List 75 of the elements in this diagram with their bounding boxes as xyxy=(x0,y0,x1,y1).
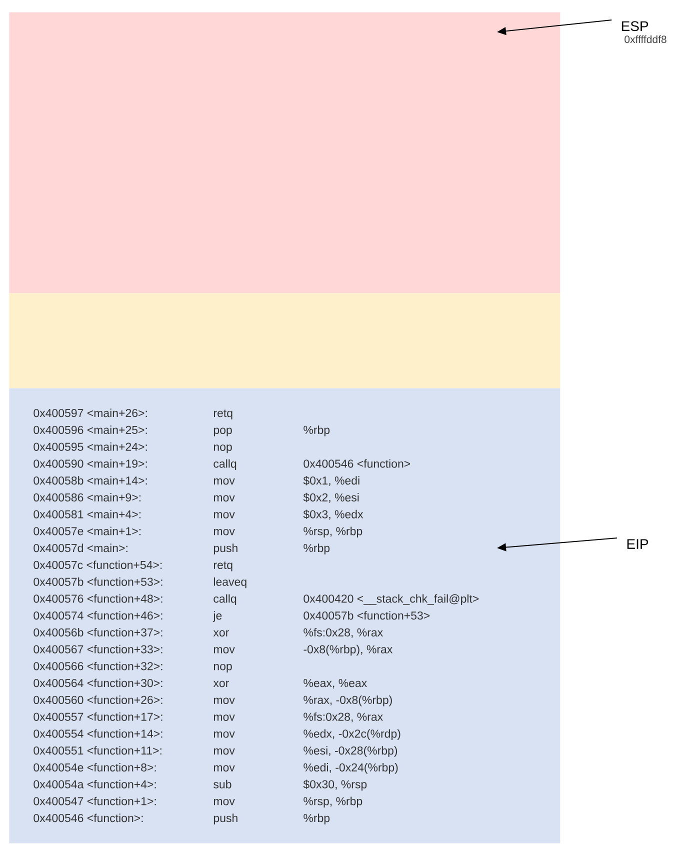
instruction-label: mov xyxy=(214,528,235,536)
address-label: 0x400596 <main+25>: xyxy=(34,426,147,434)
instruction-label: mov xyxy=(214,765,235,772)
address-label: 0x400547 <function+1>: xyxy=(34,796,156,806)
stack-region xyxy=(9,12,560,294)
register-label: ESP 0xffffddf8 xyxy=(622,21,666,44)
instruction-label: xor xyxy=(213,630,229,636)
address-label: 0x40054a <function+4>: xyxy=(34,780,156,788)
address-label: 0x40058b <main+14>: xyxy=(34,476,147,485)
operand-label: %rax, -0x8(%rbp) xyxy=(304,696,392,706)
address-label: 0x40056b <function+37>: xyxy=(34,628,162,636)
address-label: 0x40054e <function+8>: xyxy=(34,763,156,772)
instruction-label: mov xyxy=(214,714,235,721)
operand-label: $0x2, %esi xyxy=(303,492,359,503)
operand-label: $0x1, %edi xyxy=(303,476,360,486)
address-label: 0x400590 <main+19>: xyxy=(34,459,147,468)
instruction-label: push xyxy=(214,814,238,824)
instruction-label: mov xyxy=(214,495,235,502)
operand-label: 0x400546 <function> xyxy=(304,459,410,468)
instruction-label: mov xyxy=(214,698,235,704)
operand-label: %rsp, %rbp xyxy=(304,796,362,808)
operand-label: %rbp xyxy=(304,426,330,436)
operand-label: $0x30, %rsp xyxy=(303,780,367,791)
operand-label: %esi, -0x28(%rbp) xyxy=(304,746,398,757)
operand-label: %rbp xyxy=(304,544,330,554)
address-label: 0x400554 <function+14>: xyxy=(34,729,162,738)
operand-label: %eax, %eax xyxy=(304,679,367,688)
instruction-label: retq xyxy=(214,410,232,420)
address-label: 0x400576 <function+48>: xyxy=(34,594,162,603)
instruction-label: sub xyxy=(214,780,232,788)
instruction-label: callq xyxy=(214,459,236,470)
instruction-label: leaveq xyxy=(214,577,246,588)
operand-label: -0x8(%rbp), %rax xyxy=(304,644,393,656)
instruction-label: push xyxy=(214,544,238,554)
instruction-label: nop xyxy=(214,444,232,454)
address-label: 0x400597 <main+26>: xyxy=(34,408,147,418)
instruction-label: callq xyxy=(214,594,236,605)
instruction-label: nop xyxy=(214,664,232,672)
operand-label: $0x3, %edx xyxy=(303,510,364,520)
address-label: 0x400564 <function+30>: xyxy=(34,678,162,688)
address-label: 0x40057b <function+53>: xyxy=(34,577,162,586)
instruction-label: mov xyxy=(214,478,235,485)
address-label: 0x400574 <function+46>: xyxy=(34,611,162,620)
operand-label: %fs:0x28, %rax xyxy=(304,712,383,722)
address-label: 0x400566 <function+32>: xyxy=(34,662,162,670)
address-label: 0x400560 <function+26>: xyxy=(34,696,162,704)
operand-label: %edx, -0x2c(%rdp) xyxy=(304,729,400,740)
address-label: 0x400595 <main+24>: xyxy=(34,442,147,451)
register-label: EIP xyxy=(627,539,648,549)
address-label: 0x400546 <function>: xyxy=(34,814,143,822)
address-label: 0x40057e <main+1>: xyxy=(34,526,140,536)
stack-region xyxy=(9,293,560,388)
code-region xyxy=(9,388,560,844)
instruction-label: mov xyxy=(214,748,235,755)
address-label: 0x400586 <main+9>: xyxy=(34,493,140,502)
instruction-label: mov xyxy=(214,647,235,654)
operand-label: 0x400420 <__stack_chk_fail@plt> xyxy=(304,594,479,605)
address-label: 0x40057d <main>: xyxy=(34,544,128,552)
instruction-label: mov xyxy=(214,798,235,806)
address-label: 0x400557 <function+17>: xyxy=(34,712,162,721)
operand-label: %rbp xyxy=(304,814,330,824)
instruction-label: je xyxy=(212,611,222,622)
instruction-label: mov xyxy=(214,512,235,518)
instruction-label: mov xyxy=(214,731,235,738)
operand-label: %fs:0x28, %rax xyxy=(304,628,383,638)
address-label: 0x40057c <function+54>: xyxy=(34,560,162,569)
instruction-label: retq xyxy=(214,561,232,572)
address-label: 0x400581 <main+4>: xyxy=(34,510,140,518)
operand-label: 0x40057b <function+53> xyxy=(304,611,430,620)
address-label: 0x400567 <function+33>: xyxy=(34,644,162,654)
instruction-label: pop xyxy=(214,428,232,436)
operand-label: %rsp, %rbp xyxy=(304,526,362,538)
address-label: 0x400551 <function+11>: xyxy=(34,746,162,755)
operand-label: %edi, -0x24(%rbp) xyxy=(304,763,398,774)
instruction-label: xor xyxy=(213,680,229,688)
